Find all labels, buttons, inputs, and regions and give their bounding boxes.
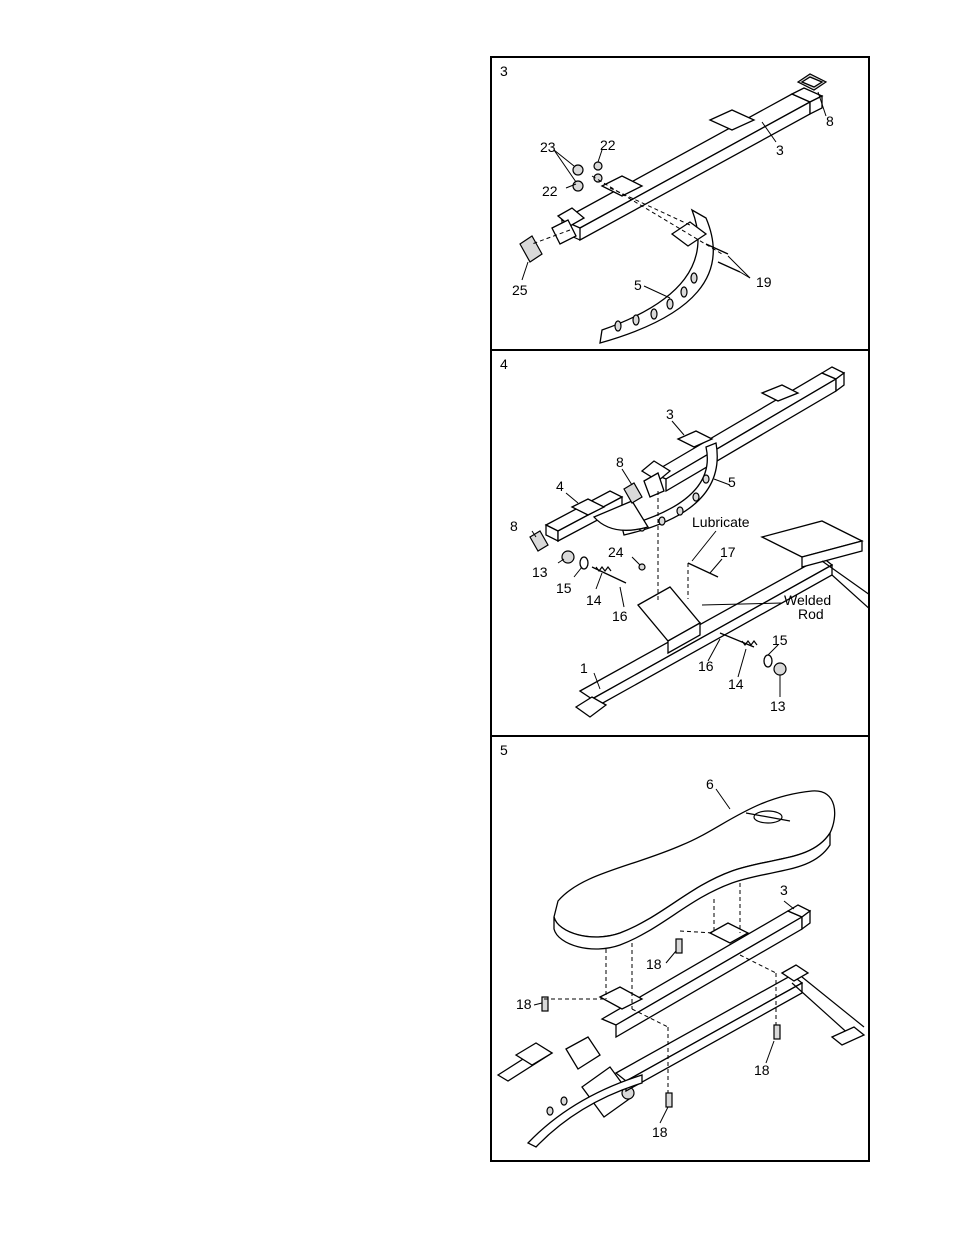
frame-tube-part-3	[552, 88, 822, 244]
end-cap-part-8-left	[530, 531, 548, 551]
callout-14-right: 14	[728, 676, 744, 692]
callout-3: 3	[780, 882, 788, 898]
step-3-diagram: 23 22 22 8 3 25 5 19	[492, 58, 870, 351]
frame-tube-part-3	[642, 367, 844, 497]
callout-18-left: 18	[516, 996, 532, 1012]
callout-3: 3	[666, 406, 674, 422]
callout-15-left: 15	[556, 580, 572, 596]
callout-15-right: 15	[772, 632, 788, 648]
end-cap-part-8-upper	[624, 483, 642, 503]
callout-3: 3	[776, 142, 784, 158]
assembly-step-5-panel: 5	[490, 735, 870, 1162]
callout-24: 24	[608, 544, 624, 560]
callout-18-bottom: 18	[652, 1124, 668, 1140]
callout-22b: 22	[542, 183, 558, 199]
assembly-step-4-panel: 4	[490, 349, 870, 737]
callout-19: 19	[756, 274, 772, 290]
callout-18-right: 18	[754, 1062, 770, 1078]
callout-8-left: 8	[510, 518, 518, 534]
step-5-diagram: 6 3 18 18 18 18	[492, 737, 870, 1162]
callout-13-right: 13	[770, 698, 786, 714]
callout-22a: 22	[600, 137, 616, 153]
callout-8-upper: 8	[616, 454, 624, 470]
end-cap-part-25	[520, 236, 542, 262]
callout-16-left: 16	[612, 608, 628, 624]
end-cap-part-8	[798, 74, 826, 90]
callout-18-center: 18	[646, 956, 662, 972]
callout-5: 5	[728, 474, 736, 490]
callout-16-right: 16	[698, 658, 714, 674]
callout-23: 23	[540, 139, 556, 155]
curved-bracket-part-5	[600, 210, 713, 343]
assembly-step-3-panel: 3	[490, 56, 870, 351]
callout-lubricate: Lubricate	[692, 514, 750, 530]
callout-6: 6	[706, 776, 714, 792]
nuts-and-bolts	[573, 162, 602, 191]
callout-8: 8	[826, 113, 834, 129]
callout-14-left: 14	[586, 592, 602, 608]
callout-5: 5	[634, 277, 642, 293]
callout-13-left: 13	[532, 564, 548, 580]
callout-17: 17	[720, 544, 736, 560]
rod-part-17	[639, 563, 718, 577]
callout-1: 1	[580, 660, 588, 676]
step-4-diagram: 3 8 5 4 8 Lubricate 17 24 13 15 14 16 We…	[492, 351, 870, 737]
callout-4: 4	[556, 478, 564, 494]
callout-rod: Rod	[798, 606, 824, 622]
callout-25: 25	[512, 282, 528, 298]
